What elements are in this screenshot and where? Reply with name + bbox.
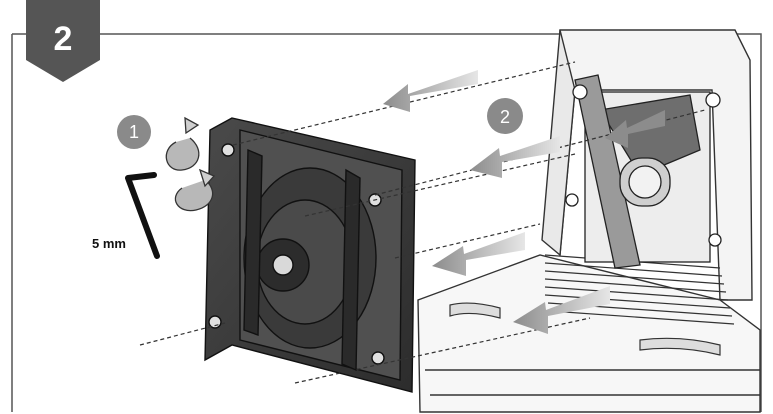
callout-1: 1 <box>117 115 151 149</box>
tool-size-label: 5 mm <box>92 236 126 251</box>
callout-2: 2 <box>487 98 523 134</box>
direction-arrow-icon <box>432 232 525 276</box>
callout-2-number: 2 <box>500 107 510 127</box>
frame-border <box>11 33 762 412</box>
direction-arrow-icon <box>605 110 665 148</box>
step-badge-icon <box>26 0 100 82</box>
direction-arrow-icon <box>383 70 478 112</box>
machine-housing <box>417 29 761 413</box>
step-number: 2 <box>54 20 73 58</box>
direction-arrows <box>383 70 665 334</box>
allen-key: 5 mm <box>92 172 160 259</box>
base-plate <box>204 117 416 393</box>
step-badge: 2 <box>26 0 100 82</box>
rotate-arrow-icon <box>165 116 216 212</box>
allen-key-icon <box>125 172 160 259</box>
vent-slots <box>449 254 735 356</box>
inner-mechanism <box>565 74 722 269</box>
direction-arrow-icon <box>470 136 560 178</box>
callout-1-number: 1 <box>129 122 139 142</box>
direction-arrow-icon <box>513 286 610 334</box>
